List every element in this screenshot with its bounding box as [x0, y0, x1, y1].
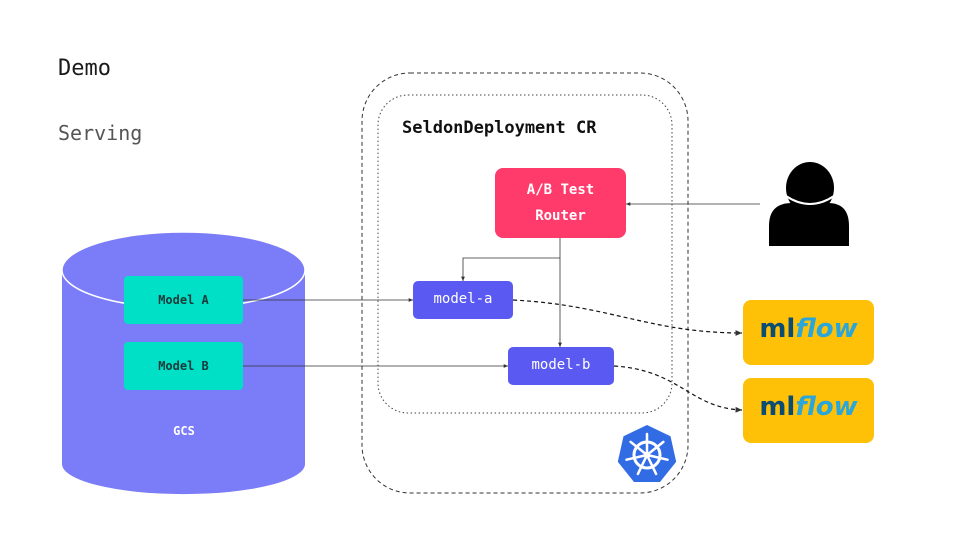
model-b-deployment-label: model-b: [531, 357, 591, 373]
model-b-label: Model B: [158, 359, 209, 373]
mlflow-badge-b: [743, 378, 874, 443]
model-b-deployment-box: [508, 347, 614, 385]
seldon-deployment-title: SeldonDeployment CR: [402, 118, 597, 138]
mlflow-logo-flow: flow: [795, 392, 858, 422]
mlflow-logo-ml: ml: [759, 314, 796, 344]
model-b-tracking-arrow: [613, 365, 743, 413]
mlflow-logo-ml: ml: [759, 392, 796, 422]
mlflow-badge-a: [743, 300, 874, 365]
model-a-deployment-box: [413, 281, 513, 319]
router-label-line1: A/B Test: [526, 182, 595, 198]
gcs-label: GCS: [173, 424, 195, 438]
router-label-line2: Router: [535, 208, 586, 224]
user-icon: [769, 162, 849, 246]
router-to-model-a-arrow: [461, 238, 561, 281]
cr-boundary: [377, 94, 673, 414]
model-a-tracking-arrow: [512, 299, 743, 336]
router-label: A/B Test Router: [495, 173, 626, 233]
model-b-chip: [124, 342, 243, 390]
kubernetes-icon: [617, 425, 677, 482]
slide-subtitle: Serving: [58, 121, 143, 145]
mlflow-logo-flow: flow: [795, 314, 858, 344]
slide-title: Demo: [58, 56, 111, 81]
model-a-deployment-label: model-a: [433, 291, 493, 307]
model-a-label: Model A: [158, 293, 209, 307]
cluster-boundary: [361, 72, 689, 494]
router-box: [495, 168, 626, 238]
model-a-chip: [124, 276, 243, 324]
